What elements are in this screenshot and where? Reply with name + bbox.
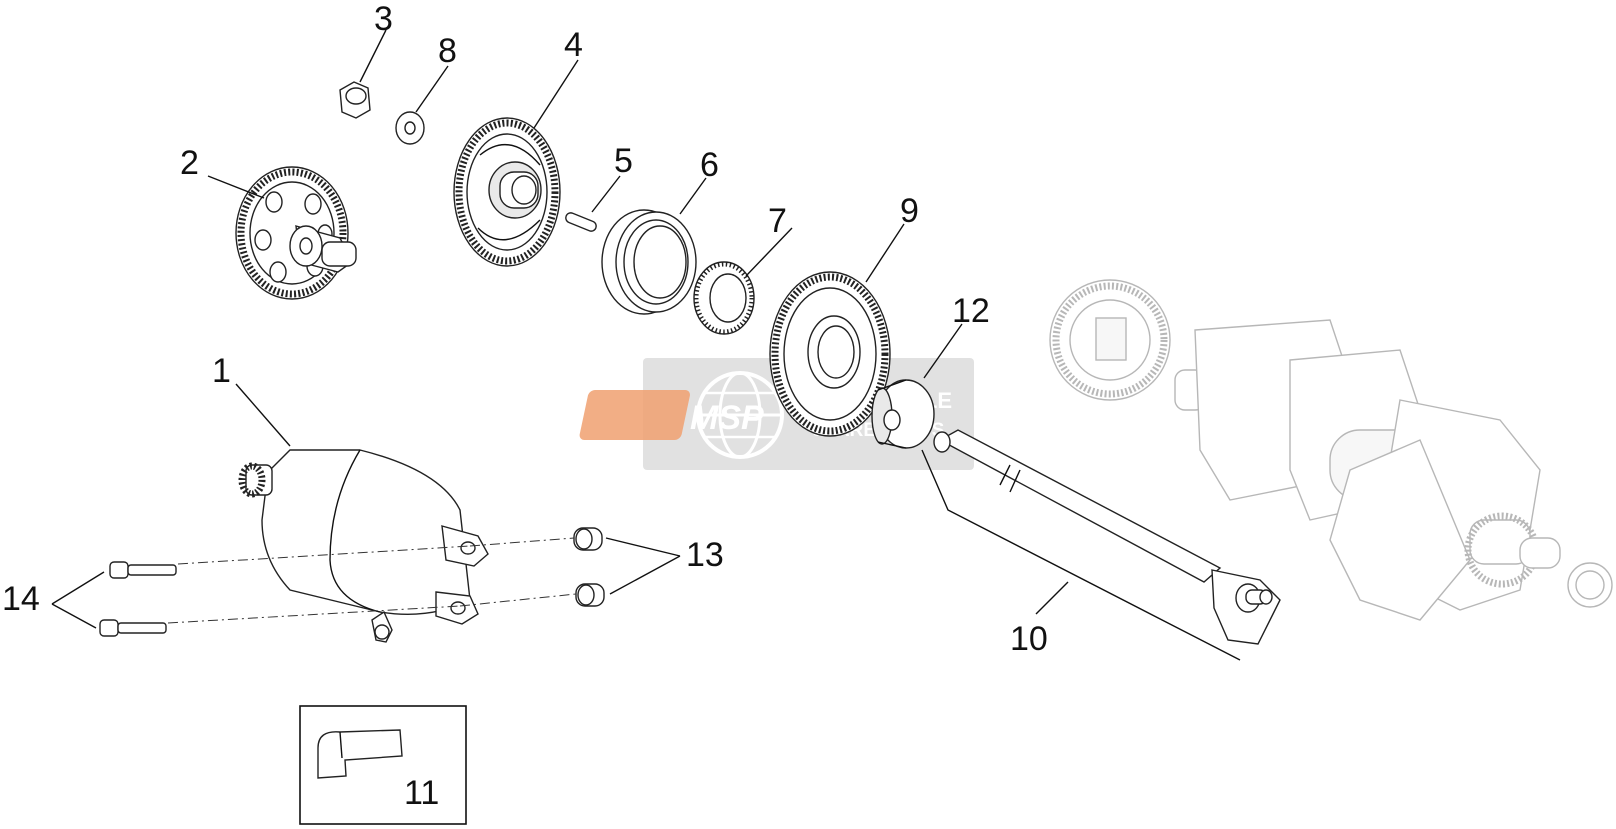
watermark-logo: MSP [690, 399, 764, 437]
part-2-gear [235, 166, 357, 300]
assembly-lines [167, 537, 577, 624]
part-14-screw-upper [109, 561, 177, 579]
part-13-bushing-lower [575, 583, 605, 607]
part-5-key [565, 212, 597, 232]
part-12-ring [871, 379, 935, 449]
callout-labels: 3 8 4 2 5 6 7 9 12 1 13 14 10 11 [2, 0, 1048, 812]
part-7-bearing [693, 261, 755, 335]
callout-3: 3 [374, 0, 393, 38]
callout-8: 8 [438, 32, 457, 70]
part-8-washer [395, 111, 425, 145]
part-9-gear [769, 271, 891, 437]
crankshaft-assembly-ghost [1049, 279, 1613, 621]
part-1-starter-motor [238, 449, 489, 643]
callout-13: 13 [686, 536, 724, 574]
part-11-box [299, 705, 467, 825]
part-3-nut [339, 81, 371, 119]
callout-12: 12 [952, 292, 990, 330]
callout-9: 9 [900, 192, 919, 230]
part-10-shaft [933, 429, 1281, 645]
part-6-freewheel [601, 209, 697, 315]
leader-lines [51, 29, 1241, 661]
callout-10: 10 [1010, 620, 1048, 658]
callout-7: 7 [768, 202, 787, 240]
callout-14: 14 [2, 580, 40, 618]
part-13-bushing-upper [573, 527, 603, 551]
callout-4: 4 [564, 26, 583, 64]
part-14-screw-lower [99, 619, 167, 637]
callout-1: 1 [212, 352, 231, 390]
callout-2: 2 [180, 144, 199, 182]
callout-6: 6 [700, 146, 719, 184]
callout-5: 5 [614, 142, 633, 180]
part-4-gear [453, 117, 561, 267]
callout-11: 11 [404, 774, 439, 812]
